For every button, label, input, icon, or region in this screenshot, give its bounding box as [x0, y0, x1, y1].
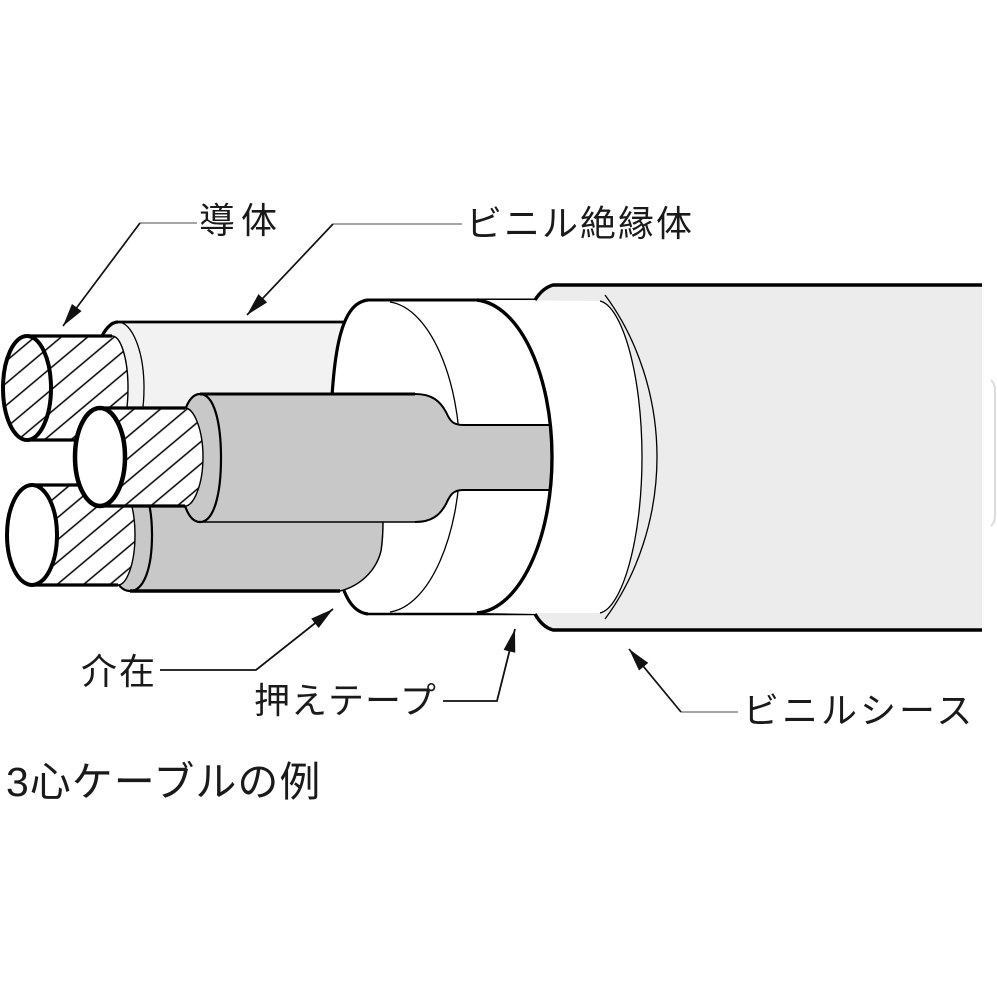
figure-caption: 3心ケーブルの例	[6, 759, 322, 805]
leader-conductor-arrow	[62, 222, 141, 327]
label-vinyl-insulation: ビニル絶縁体	[466, 203, 695, 244]
core2-face	[72, 405, 128, 509]
leader-filler-arrow	[160, 608, 334, 671]
leader-insulation-arrow	[246, 223, 334, 316]
sheath-inner-wall	[477, 300, 642, 613]
label-vinyl-sheath: ビニルシース	[743, 690, 976, 731]
leader-sheath-arrow	[628, 648, 682, 713]
sheath-cut-outer-arc	[604, 294, 658, 620]
label-filler: 介在	[81, 651, 158, 692]
filler-tongue-top	[414, 393, 556, 426]
sheath	[476, 283, 996, 632]
sheath-top-edge	[533, 283, 982, 301]
core2-conductor	[72, 405, 204, 509]
label-conductor: 導体	[199, 200, 284, 241]
core3-conductor	[5, 483, 136, 587]
core3-face	[5, 483, 59, 587]
sheath-cut-inner-arc	[599, 300, 643, 614]
filler-tongue-bottom	[414, 489, 556, 523]
label-binder-tape: 押えテープ	[254, 680, 437, 721]
leader-tape-arrow	[443, 628, 516, 702]
core1-face	[1, 334, 53, 442]
leader-lines	[62, 222, 738, 713]
sheath-bottom-edge	[533, 613, 982, 632]
sheath-hole-rim	[476, 298, 554, 615]
edge-artifact-line	[990, 379, 996, 527]
